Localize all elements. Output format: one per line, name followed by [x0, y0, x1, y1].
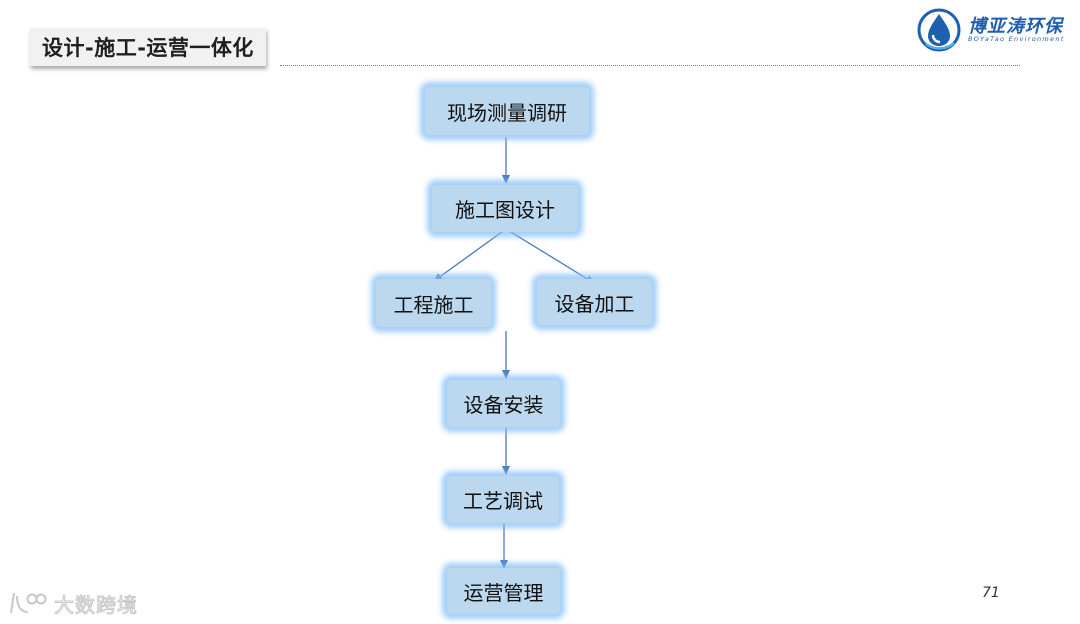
watermark-logo-icon — [10, 592, 47, 614]
slide-title: 设计-施工-运营一体化 — [30, 28, 266, 66]
flow-node-commissioning: 工艺调试 — [447, 476, 559, 523]
water-drop-logo-icon — [917, 8, 961, 52]
flow-node-operation: 运营管理 — [447, 568, 560, 614]
title-divider — [280, 65, 1020, 66]
flow-node-fabrication: 设备加工 — [537, 279, 652, 325]
watermark: 大数跨境 — [8, 588, 138, 618]
arrow-design-to-construction — [433, 228, 507, 282]
arrow-design-to-fabrication — [505, 228, 595, 284]
watermark-text: 大数跨境 — [54, 592, 138, 617]
flow-node-installation: 设备安装 — [447, 380, 560, 427]
flow-node-design: 施工图设计 — [432, 185, 578, 232]
logo-company-subtitle: BOYaTao Environment — [968, 35, 1065, 43]
logo-company-name: 博亚涛环保 — [968, 16, 1063, 37]
flow-node-survey: 现场测量调研 — [425, 87, 589, 135]
page-number: 71 — [982, 585, 1000, 601]
flow-node-construction: 工程施工 — [376, 279, 491, 327]
company-logo: 博亚涛环保 BOYaTao Environment — [914, 6, 1074, 52]
